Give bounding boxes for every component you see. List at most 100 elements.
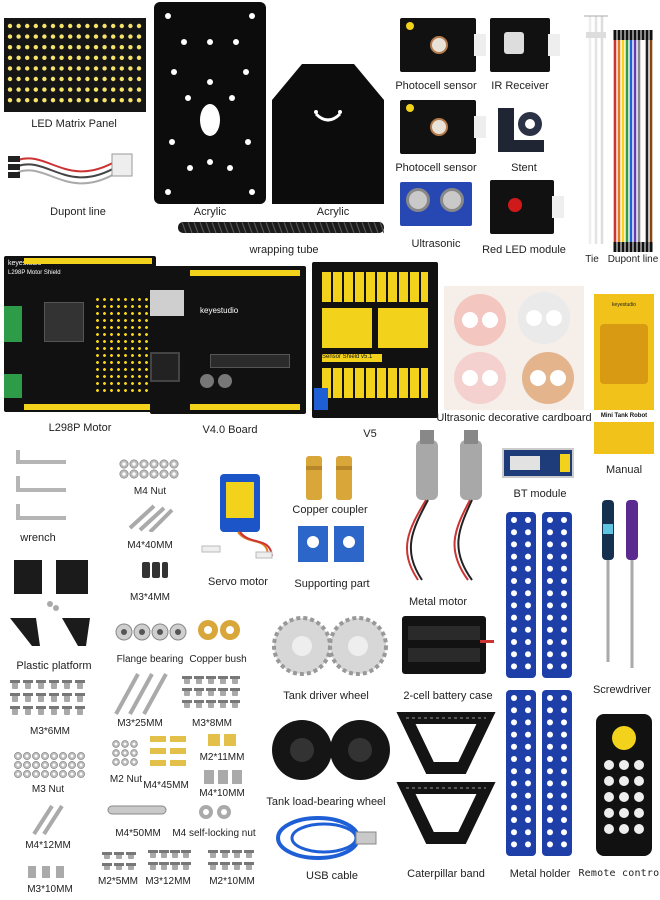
remote-label: Remote control	[578, 868, 660, 879]
plastic-platform-image	[10, 560, 90, 646]
stent-image	[498, 108, 544, 152]
l298p-image: keyestudio L298P Motor Shield	[4, 256, 156, 412]
l298p-label: L298P Motor	[48, 422, 112, 434]
stent-label: Stent	[511, 162, 537, 174]
m3-25-image	[114, 673, 168, 715]
manual-title: Mini Tank Robot	[594, 410, 654, 422]
ultrasonic-label: Ultrasonic	[411, 238, 461, 250]
m4-locknut-label: M4 self-locking nut	[172, 828, 256, 839]
m2-nut-image	[112, 740, 138, 766]
m4-45-image	[150, 736, 186, 766]
v4-board-label: V4.0 Board	[202, 424, 258, 436]
acrylic-label-2: Acrylic	[316, 206, 350, 218]
m4-50-label: M4*50MM	[115, 828, 161, 839]
copper-coupler-image	[306, 456, 352, 500]
m4-50-image	[107, 805, 167, 815]
dupont-line-label: Dupont line	[50, 206, 106, 218]
acrylic-label-1: Acrylic	[193, 206, 227, 218]
wrench-image	[16, 450, 66, 520]
tie-label: Tie	[585, 254, 599, 265]
m3-nut-label: M3 Nut	[31, 784, 65, 795]
m4-10-image	[204, 770, 242, 784]
m3-6-image	[10, 680, 85, 715]
m4-40-label: M4*40MM	[127, 540, 173, 551]
tank-driver-wheel-label: Tank driver wheel	[283, 690, 369, 702]
red-led-image	[490, 180, 564, 234]
m3-10-label: M3*10MM	[27, 884, 73, 895]
metal-holder-label: Metal holder	[509, 868, 571, 880]
usb-cable-label: USB cable	[306, 870, 358, 882]
load-wheel-label: Tank load-bearing wheel	[266, 796, 386, 808]
m3-12-label: M3*12MM	[145, 876, 191, 887]
metal-motor-label: Metal motor	[408, 596, 468, 608]
copper-bush-label: Copper bush	[189, 654, 247, 665]
v4-brand: keyestudio	[200, 306, 239, 315]
supporting-part-image	[298, 526, 364, 562]
ir-receiver-image	[490, 18, 560, 72]
manual-brand: keyestudio	[612, 302, 636, 308]
usb-cable-image	[276, 816, 377, 860]
screwdriver-label: Screwdriver	[592, 684, 652, 696]
m4-40-image	[128, 504, 174, 532]
v5-image: Sensor Shield v5.1	[312, 262, 438, 418]
ir-receiver-label: IR Receiver	[491, 80, 549, 92]
caterpillar-image	[396, 712, 496, 844]
m4-12-label: M4*12MM	[25, 840, 71, 851]
m3-10-image	[28, 866, 64, 878]
bt-module-image	[502, 448, 574, 478]
m2-5-image	[102, 852, 136, 870]
photocell-sensor-1-image	[400, 18, 486, 72]
m4-locknut-image	[199, 805, 231, 819]
tank-driver-wheel-image	[272, 616, 388, 676]
flange-bearing-label: Flange bearing	[116, 654, 184, 665]
m3-8-image	[182, 676, 240, 708]
m3-4-label: M3*4MM	[129, 592, 171, 603]
copper-coupler-label: Copper coupler	[292, 504, 368, 516]
m3-6-label: M3*6MM	[29, 726, 71, 737]
dupont-line-2-label: Dupont line	[607, 254, 659, 265]
remote-image	[596, 714, 652, 856]
bt-module-label: BT module	[513, 488, 567, 500]
led-matrix-label: LED Matrix Panel	[31, 118, 117, 130]
m2-11-label: M2*11MM	[199, 752, 245, 763]
m3-12-image	[148, 850, 191, 870]
screwdriver-image	[602, 500, 638, 668]
cardboard-label: Ultrasonic decorative cardboard	[436, 412, 592, 424]
m4-nut-label: M4 Nut	[133, 486, 167, 497]
servo-label: Servo motor	[208, 576, 268, 588]
m4-10-label: M4*10MM	[199, 788, 245, 799]
acrylic-plate-1-image	[154, 2, 266, 204]
m4-nut-image	[119, 459, 179, 479]
cable-ties-image	[584, 15, 608, 244]
plastic-platform-label: Plastic platform	[16, 660, 92, 672]
metal-holder-image	[506, 512, 572, 856]
acrylic-plate-2-image	[272, 64, 384, 204]
m4-12-image	[32, 804, 64, 836]
dupont-line-image	[8, 153, 133, 185]
supporting-part-label: Supporting part	[294, 578, 370, 590]
cardboard-image	[444, 286, 584, 410]
v5-label: V5	[363, 428, 377, 440]
m3-4-image	[142, 562, 168, 578]
battery-case-image	[402, 616, 494, 674]
m2-10-image	[208, 850, 254, 870]
servo-image	[201, 474, 273, 559]
flange-bearing-image	[115, 623, 187, 641]
manual-label: Manual	[605, 464, 643, 476]
m2-5-label: M2*5MM	[97, 876, 139, 887]
photocell-label-2: Photocell sensor	[395, 162, 477, 174]
m4-45-label: M4*45MM	[143, 780, 189, 791]
m3-nut-image	[14, 752, 85, 778]
copper-bush-image	[198, 620, 240, 640]
led-matrix-image	[4, 18, 146, 112]
red-led-label: Red LED module	[482, 244, 566, 256]
ultrasonic-image	[400, 182, 472, 226]
v4-board-image: keyestudio	[150, 266, 306, 414]
m3-25-label: M3*25MM	[117, 718, 163, 729]
m2-nut-label: M2 Nut	[109, 774, 143, 785]
metal-motor-image	[405, 430, 482, 581]
dupont-bundle-image	[613, 30, 653, 252]
l298p-board-text: L298P Motor Shield	[8, 270, 61, 276]
m2-10-label: M2*10MM	[209, 876, 255, 887]
photocell-label-1: Photocell sensor	[395, 80, 477, 92]
